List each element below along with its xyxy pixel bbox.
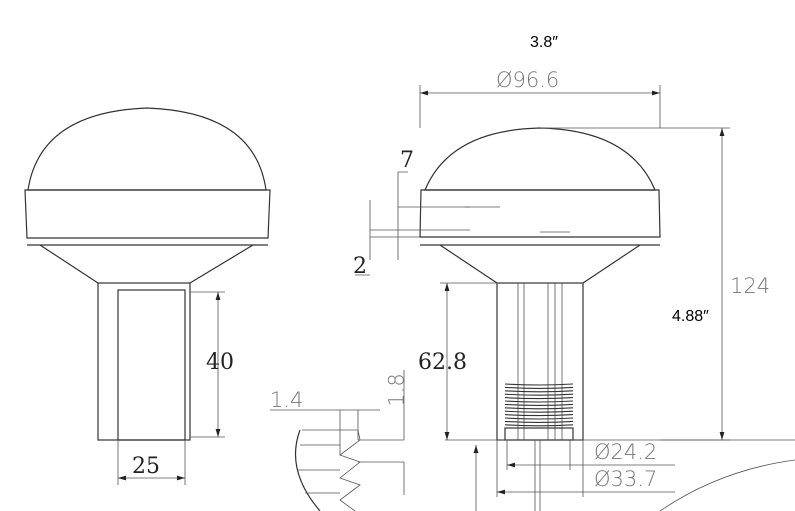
- thread-ring: [504, 417, 574, 420]
- thread-ring: [504, 386, 574, 389]
- thread-ring: [504, 424, 574, 427]
- thread-ring: [504, 400, 574, 403]
- inch-width-label: 3.8″: [530, 34, 558, 51]
- thread-ring: [504, 390, 574, 393]
- thread-diameter-label: Ø24.2: [594, 440, 658, 464]
- thread-pitch-label: 1.4: [270, 388, 304, 412]
- thread-ring: [504, 414, 574, 417]
- diameter-top-label: Ø96.6: [496, 68, 560, 92]
- thread-detail: [270, 370, 405, 511]
- thread-ring: [504, 383, 574, 386]
- total-height-label: 124: [730, 274, 771, 298]
- thread-ring: [504, 407, 574, 410]
- stem-height-label: 62.8: [418, 350, 467, 375]
- front-view: [355, 85, 795, 511]
- gap-2-label: 2: [353, 254, 367, 279]
- thread-ring: [504, 420, 574, 423]
- thread-ring: [504, 410, 574, 413]
- thread-ring: [504, 397, 574, 400]
- side-width-label: 25: [132, 454, 160, 479]
- side-view: [24, 107, 271, 485]
- thread-ring: [504, 393, 574, 396]
- band-7-label: 7: [400, 148, 414, 173]
- side-stem-label: 40: [206, 350, 234, 375]
- stem-diameter-label: Ø33.7: [594, 467, 658, 491]
- thread-ring: [504, 403, 574, 406]
- thread-depth-label: 1.8: [384, 373, 409, 407]
- inch-height-label: 4.88″: [672, 308, 709, 325]
